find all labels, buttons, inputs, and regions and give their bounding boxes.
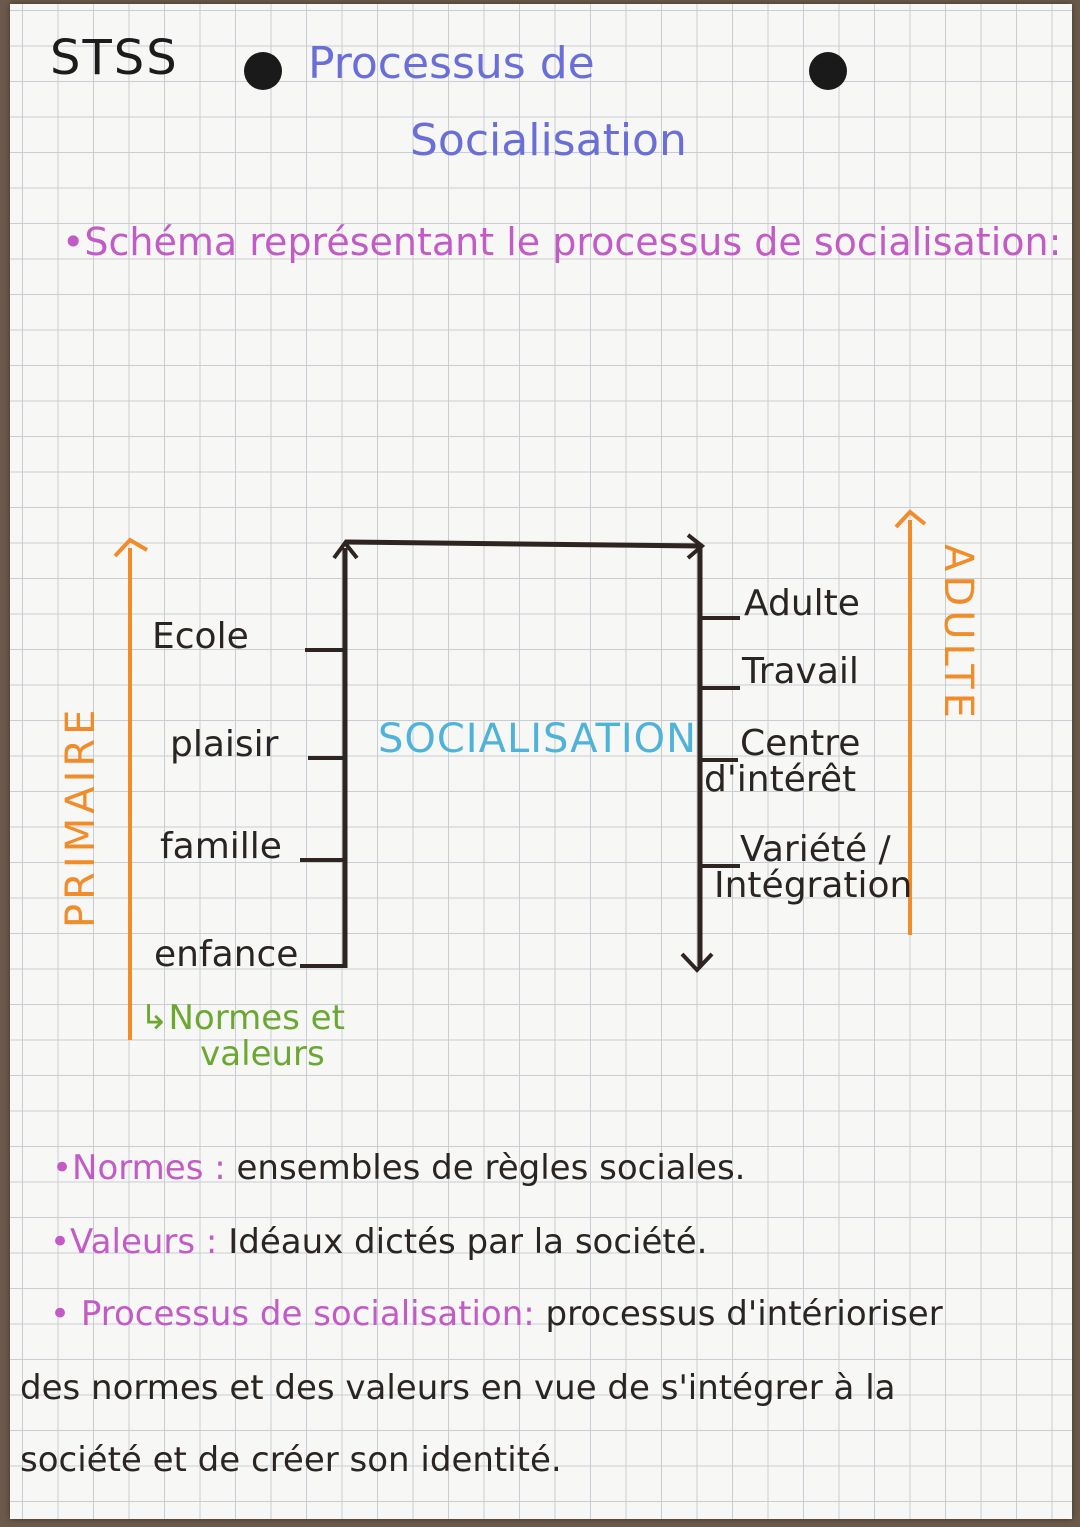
item-ecole: Ecole: [152, 616, 249, 657]
term-normes: •Normes :: [52, 1148, 226, 1188]
item-enfance: enfance: [154, 934, 299, 975]
item-centre-interet: Centre d'intérêt: [704, 723, 861, 798]
center-label: SOCIALISATION: [378, 716, 698, 762]
item-travail-line1: Travail: [742, 651, 859, 692]
definition-continuation-2: société et de créer son identité.: [20, 1440, 562, 1480]
punch-hole-left: [244, 52, 282, 90]
frame-right-arrowhead: [680, 952, 714, 973]
subject-code: STSS: [50, 30, 179, 86]
primaire-axis-arrowhead: [113, 537, 149, 558]
text-normes: ensembles de règles sociales.: [236, 1148, 746, 1188]
item-centre-line2: d'intérêt: [704, 759, 857, 800]
note-line1: ↳Normes et: [140, 998, 345, 1038]
diagram-heading: •Schéma représentant le processus de soc…: [62, 220, 1062, 264]
primaire-axis-label: PRIMAIRE: [58, 705, 104, 928]
text-valeurs: Idéaux dictés par la société.: [228, 1222, 708, 1262]
definition-normes: •Normes : ensembles de règles sociales.: [52, 1148, 746, 1188]
item-variete-line2: Intégration: [714, 865, 913, 906]
note-line2: valeurs: [200, 1034, 325, 1074]
term-valeurs: •Valeurs :: [50, 1222, 218, 1262]
item-variete-integration: Variété / Intégration: [714, 829, 912, 904]
punch-hole-right: [809, 52, 847, 90]
item-travail: Travail: [742, 654, 859, 690]
definition-processus: • Processus de socialisation: processus …: [50, 1294, 943, 1334]
notebook-page: [10, 4, 1072, 1519]
item-famille: famille: [160, 826, 282, 867]
item-adulte-line1: Adulte: [744, 583, 860, 624]
item-centre-line1: Centre: [740, 723, 861, 764]
page-title-line1: Processus de: [308, 38, 595, 89]
adulte-axis-label: ADULTE: [935, 544, 981, 722]
term-processus: • Processus de socialisation:: [50, 1294, 535, 1334]
frame-top-line: [344, 539, 701, 549]
definition-continuation-1: des normes et des valeurs en vue de s'in…: [20, 1368, 896, 1408]
normes-valeurs-note: ↳Normes et valeurs: [140, 1000, 345, 1072]
item-adulte: Adulte: [744, 586, 860, 622]
text-processus: processus d'intérioriser: [545, 1294, 943, 1334]
page-title-line2: Socialisation: [410, 115, 687, 166]
item-variete-line1: Variété /: [740, 829, 891, 870]
adulte-axis-arrowhead: [894, 509, 927, 529]
item-plaisir: plaisir: [170, 724, 279, 765]
definition-valeurs: •Valeurs : Idéaux dictés par la société.: [50, 1222, 707, 1262]
